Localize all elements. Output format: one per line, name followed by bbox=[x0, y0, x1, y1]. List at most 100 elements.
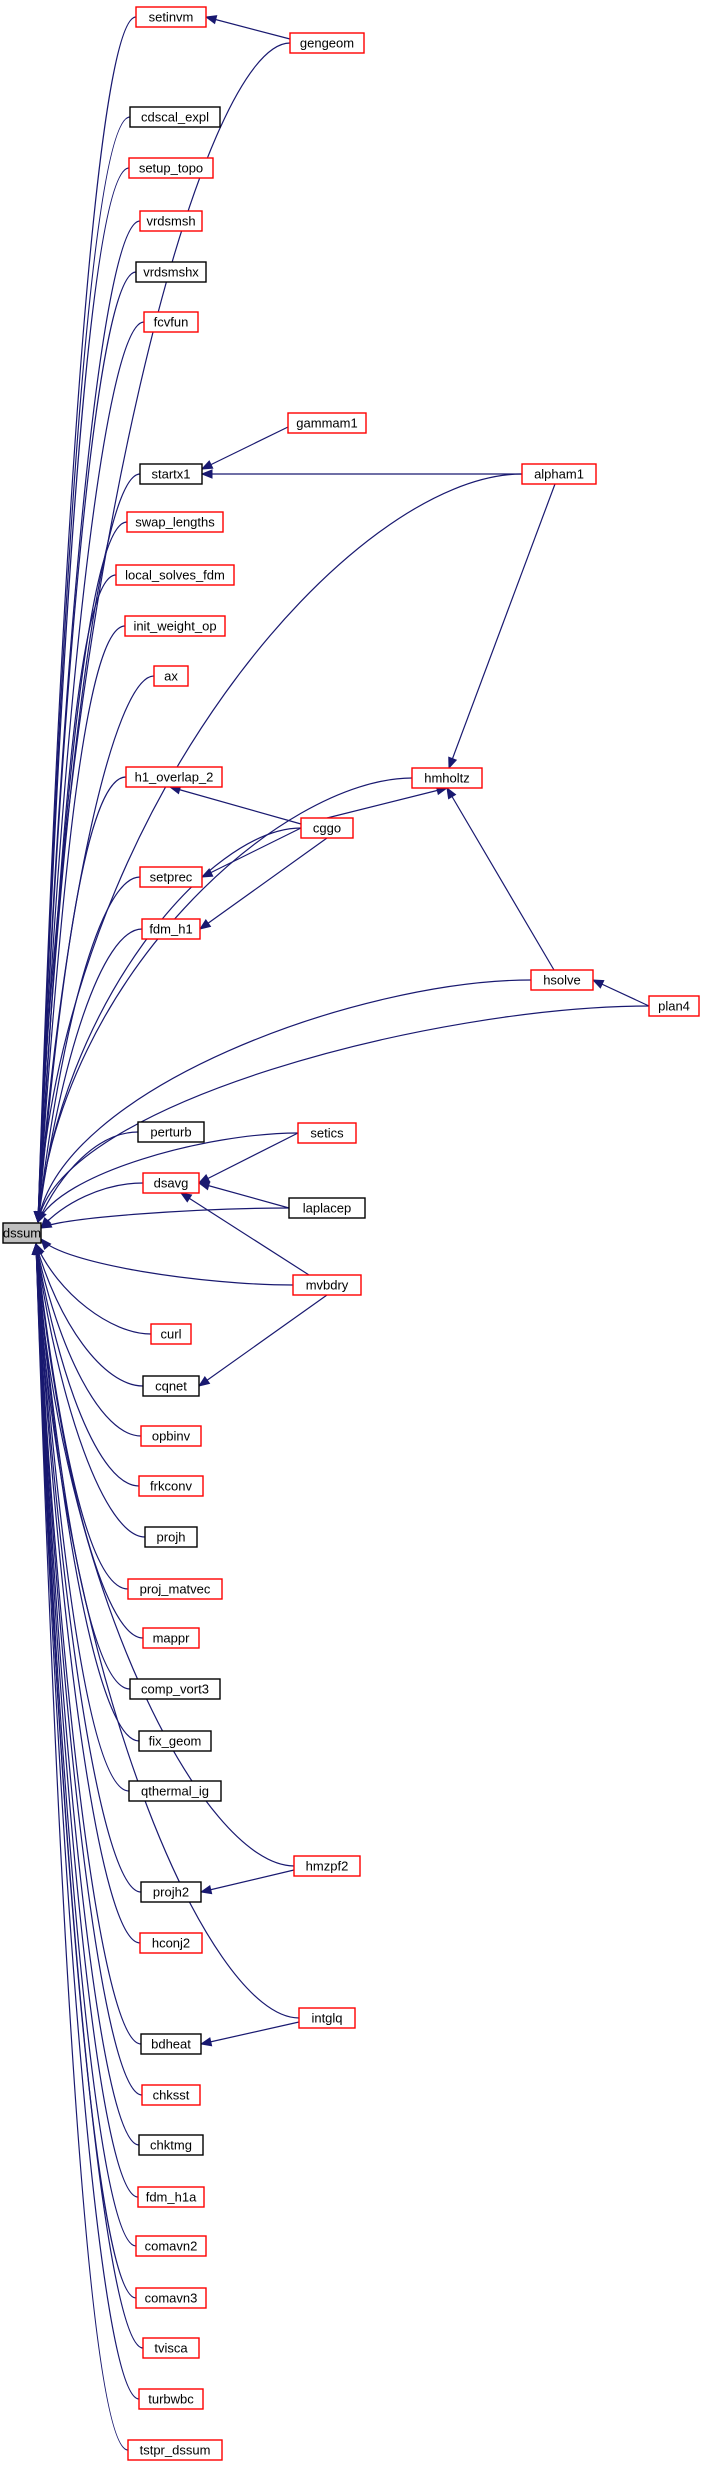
node-comavn3[interactable]: comavn3 bbox=[135, 2287, 207, 2309]
node-box bbox=[521, 463, 597, 485]
node-hconj2[interactable]: hconj2 bbox=[139, 1932, 203, 1954]
node-fdm-h1[interactable]: fdm_h1 bbox=[141, 918, 201, 940]
node-fcvfun[interactable]: fcvfun bbox=[143, 311, 199, 333]
node-setinvm[interactable]: setinvm bbox=[135, 6, 207, 28]
node-label: bdheat bbox=[151, 2037, 191, 2052]
node-label: fdm_h1a bbox=[146, 2190, 197, 2205]
node-tstpr-dssum[interactable]: tstpr_dssum bbox=[127, 2439, 223, 2461]
node-gammam1[interactable]: gammam1 bbox=[287, 412, 367, 434]
node-hmzpf2[interactable]: hmzpf2 bbox=[293, 1855, 361, 1877]
node-curl[interactable]: curl bbox=[150, 1323, 192, 1345]
arrow-head-icon bbox=[448, 756, 458, 770]
edge-tvisca-to-dssum bbox=[35, 1243, 144, 2349]
node-turbwbc[interactable]: turbwbc bbox=[138, 2388, 204, 2410]
node-frkconv[interactable]: frkconv bbox=[138, 1475, 204, 1497]
node-projh2[interactable]: projh2 bbox=[140, 1881, 202, 1903]
node-setup-topo[interactable]: setup_topo bbox=[128, 157, 214, 179]
node-bdheat[interactable]: bdheat bbox=[140, 2033, 202, 2055]
node-gengeom[interactable]: gengeom bbox=[289, 32, 365, 54]
node-box bbox=[129, 106, 221, 128]
node-swap-lengths[interactable]: swap_lengths bbox=[126, 511, 224, 533]
arrow-head-icon bbox=[179, 1192, 193, 1203]
node-opbinv[interactable]: opbinv bbox=[140, 1425, 202, 1447]
node-box bbox=[140, 1425, 202, 1447]
edge-hconj2-to-dssum bbox=[35, 1243, 141, 1944]
edge-chktmg-to-dssum bbox=[35, 1243, 140, 2146]
node-label: fdm_h1 bbox=[149, 922, 192, 937]
node-setprec[interactable]: setprec bbox=[139, 866, 203, 888]
node-mappr[interactable]: mappr bbox=[142, 1627, 200, 1649]
node-hmholtz[interactable]: hmholtz bbox=[411, 767, 483, 789]
edge-hmholtz-to-dssum bbox=[37, 777, 413, 1223]
node-qthermal-ig[interactable]: qthermal_ig bbox=[128, 1780, 222, 1802]
node-label: gengeom bbox=[300, 36, 354, 51]
node-vrdsmshx[interactable]: vrdsmshx bbox=[135, 261, 207, 283]
node-alpham1[interactable]: alpham1 bbox=[521, 463, 597, 485]
node-chksst[interactable]: chksst bbox=[141, 2084, 201, 2106]
node-label: init_weight_op bbox=[133, 619, 216, 634]
node-comp-vort3[interactable]: comp_vort3 bbox=[129, 1678, 221, 1700]
edge-cggo-to-fdm_h1 bbox=[199, 837, 328, 930]
node-label: projh2 bbox=[153, 1885, 189, 1900]
edge-comavn2-to-dssum bbox=[35, 1243, 137, 2247]
node-label: perturb bbox=[150, 1125, 191, 1140]
node-projh[interactable]: projh bbox=[144, 1526, 198, 1548]
node-label: vrdsmsh bbox=[146, 214, 195, 229]
node-setics[interactable]: setics bbox=[297, 1122, 357, 1144]
edge-cggo-to-h1_overlap_2 bbox=[169, 786, 302, 825]
edge-setics-to-dssum bbox=[37, 1132, 299, 1223]
arrow-head-icon bbox=[200, 868, 214, 878]
node-laplacep[interactable]: laplacep bbox=[288, 1197, 366, 1219]
node-cggo[interactable]: cggo bbox=[300, 817, 354, 839]
edge-local_solves_fdm-to-dssum bbox=[37, 574, 117, 1223]
node-ax[interactable]: ax bbox=[153, 665, 189, 687]
node-label: local_solves_fdm bbox=[125, 568, 225, 583]
node-vrdsmsh[interactable]: vrdsmsh bbox=[139, 210, 203, 232]
node-chktmg[interactable]: chktmg bbox=[138, 2134, 204, 2156]
node-startx1[interactable]: startx1 bbox=[139, 463, 203, 485]
arrow-head-icon bbox=[37, 1210, 47, 1224]
edge-proj_matvec-to-dssum bbox=[35, 1243, 129, 1590]
node-box bbox=[135, 2287, 207, 2309]
node-label: swap_lengths bbox=[135, 515, 215, 530]
node-perturb[interactable]: perturb bbox=[137, 1121, 205, 1143]
arrow-head-icon bbox=[197, 1376, 211, 1387]
edge-bdheat-to-dssum bbox=[35, 1243, 142, 2045]
node-h1-overlap-2[interactable]: h1_overlap_2 bbox=[125, 766, 223, 788]
node-label: turbwbc bbox=[148, 2392, 194, 2407]
edge-perturb-to-dssum bbox=[37, 1131, 139, 1223]
node-box bbox=[300, 817, 354, 839]
node-cdscal-expl[interactable]: cdscal_expl bbox=[129, 106, 221, 128]
arrow-head-icon bbox=[198, 919, 212, 930]
nodes-layer: dssum setinvm gengeom cdscal_expl setup_topo… bbox=[2, 6, 700, 2461]
node-hsolve[interactable]: hsolve bbox=[530, 969, 594, 991]
node-comavn2[interactable]: comavn2 bbox=[135, 2235, 207, 2257]
node-fdm-h1a[interactable]: fdm_h1a bbox=[137, 2186, 205, 2208]
edge-hsolve-to-hmholtz bbox=[446, 787, 555, 971]
edge-alpham1-to-hmholtz bbox=[448, 483, 556, 769]
node-plan4[interactable]: plan4 bbox=[648, 995, 700, 1017]
node-box bbox=[141, 2084, 201, 2106]
node-tvisca[interactable]: tvisca bbox=[142, 2337, 200, 2359]
node-init-weight-op[interactable]: init_weight_op bbox=[124, 615, 226, 637]
arrow-head-icon bbox=[200, 460, 214, 470]
node-fix-geom[interactable]: fix_geom bbox=[138, 1730, 212, 1752]
node-local-solves-fdm[interactable]: local_solves_fdm bbox=[115, 564, 235, 586]
node-intglq[interactable]: intglq bbox=[298, 2007, 356, 2029]
edge-setinvm-to-dssum bbox=[37, 16, 137, 1223]
edge-hsolve-to-dssum bbox=[37, 979, 532, 1223]
edge-turbwbc-to-dssum bbox=[35, 1243, 140, 2400]
node-cqnet[interactable]: cqnet bbox=[142, 1375, 200, 1397]
node-box bbox=[140, 2033, 202, 2055]
arrow-head-icon bbox=[199, 1884, 213, 1895]
node-label: fix_geom bbox=[149, 1734, 202, 1749]
node-dsavg[interactable]: dsavg bbox=[142, 1172, 200, 1194]
edges-layer bbox=[31, 15, 650, 2451]
node-label: laplacep bbox=[303, 1201, 351, 1216]
node-box bbox=[411, 767, 483, 789]
node-proj-matvec[interactable]: proj_matvec bbox=[127, 1578, 223, 1600]
node-dssum[interactable]: dssum bbox=[2, 1222, 42, 1244]
node-mvbdry[interactable]: mvbdry bbox=[292, 1274, 362, 1296]
node-box bbox=[2, 1222, 42, 1244]
